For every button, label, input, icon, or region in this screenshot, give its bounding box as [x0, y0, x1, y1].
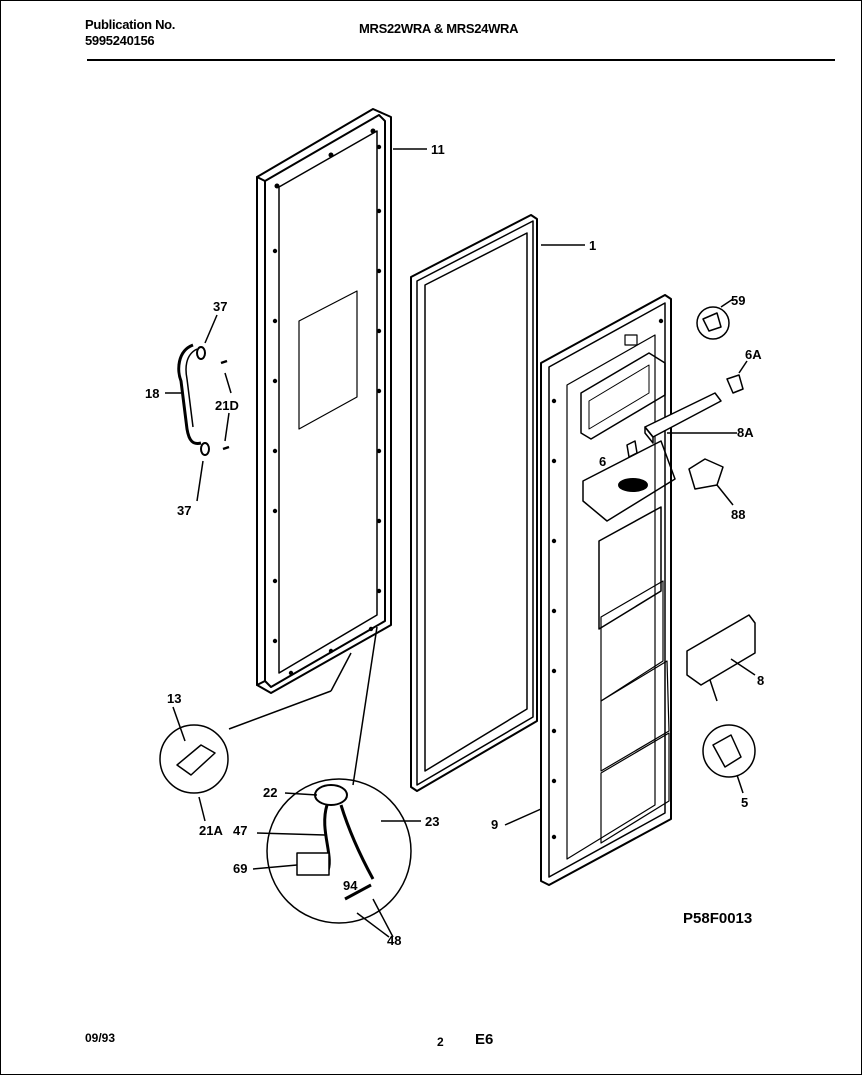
- footer-section: E6: [475, 1031, 494, 1048]
- footer-page-number: 2: [437, 1035, 444, 1049]
- door-handle: [177, 343, 230, 456]
- callout-labels: 11 1 37 18 21D 37 59 6A 8A 6 88 8 5 13 2…: [145, 142, 764, 948]
- inner-door-liner: [540, 294, 676, 886]
- callout-22: 22: [263, 785, 277, 800]
- callout-8: 8: [757, 673, 764, 688]
- callout-11: 11: [431, 142, 445, 157]
- outer-door-panel: [256, 108, 392, 694]
- callout-18: 18: [145, 386, 159, 401]
- callout-94: 94: [343, 878, 358, 893]
- callout-9: 9: [491, 817, 498, 832]
- callout-6a: 6A: [745, 347, 762, 362]
- callout-13: 13: [167, 691, 181, 706]
- footer-date: 09/93: [85, 1031, 116, 1045]
- door-gasket: [410, 214, 538, 792]
- callout-48: 48: [387, 933, 401, 948]
- header-rule: [87, 59, 835, 61]
- publication-label: Publication No.: [85, 17, 176, 32]
- callout-69: 69: [233, 861, 247, 876]
- callout-8a: 8A: [737, 425, 754, 440]
- callout-47: 47: [233, 823, 247, 838]
- publication-number: 5995240156: [85, 33, 155, 48]
- callout-23: 23: [425, 814, 439, 829]
- callout-1: 1: [589, 238, 596, 253]
- callout-21a: 21A: [199, 823, 223, 838]
- wiring-detail: [252, 778, 421, 938]
- callout-37-bottom: 37: [177, 503, 191, 518]
- dispenser-button-detail: [696, 298, 734, 340]
- callout-6: 6: [599, 454, 606, 469]
- diagram-code: P58F0013: [683, 910, 752, 927]
- callout-59: 59: [731, 293, 745, 308]
- model-numbers: MRS22WRA & MRS24WRA: [359, 21, 519, 36]
- callout-21d: 21D: [215, 398, 239, 413]
- callout-5: 5: [741, 795, 748, 810]
- callout-37-top: 37: [213, 299, 227, 314]
- callout-88: 88: [731, 507, 745, 522]
